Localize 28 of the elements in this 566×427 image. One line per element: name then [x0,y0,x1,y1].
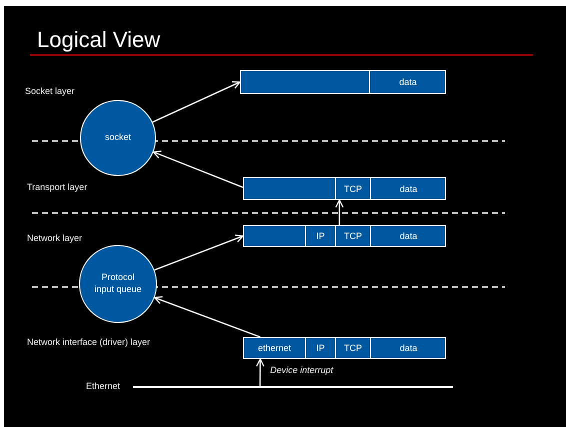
packet-bar [240,70,446,94]
packet-bar [243,337,446,359]
arrow [152,150,244,188]
arrow [152,81,241,123]
layer-label: Transport layer [27,182,88,192]
layer-label: Socket layer [25,86,75,96]
packet-field: data [370,226,446,246]
arrow [256,358,264,387]
packet-field: data [370,178,446,199]
packet-field: data [370,338,446,358]
packet-field: ethernet [244,338,305,358]
network-line [133,386,453,388]
packet-field: TCP [335,226,370,246]
arrow [154,296,260,338]
layer-label: Network interface (driver) layer [27,337,150,347]
packet-bar [243,177,446,200]
layer-label: Network layer [27,233,82,243]
network-label: Ethernet [86,381,120,391]
packet-field: TCP [335,338,370,358]
arrow [154,234,244,271]
edge-label: Device interrupt [269,364,334,375]
slide-title: Logical View [37,27,160,53]
arrow [335,199,344,225]
packet-field: TCP [335,178,370,199]
packet-field: data [369,71,446,93]
packet-field: IP [305,338,335,358]
packet-bar [243,225,446,247]
packet-field: IP [305,226,335,246]
